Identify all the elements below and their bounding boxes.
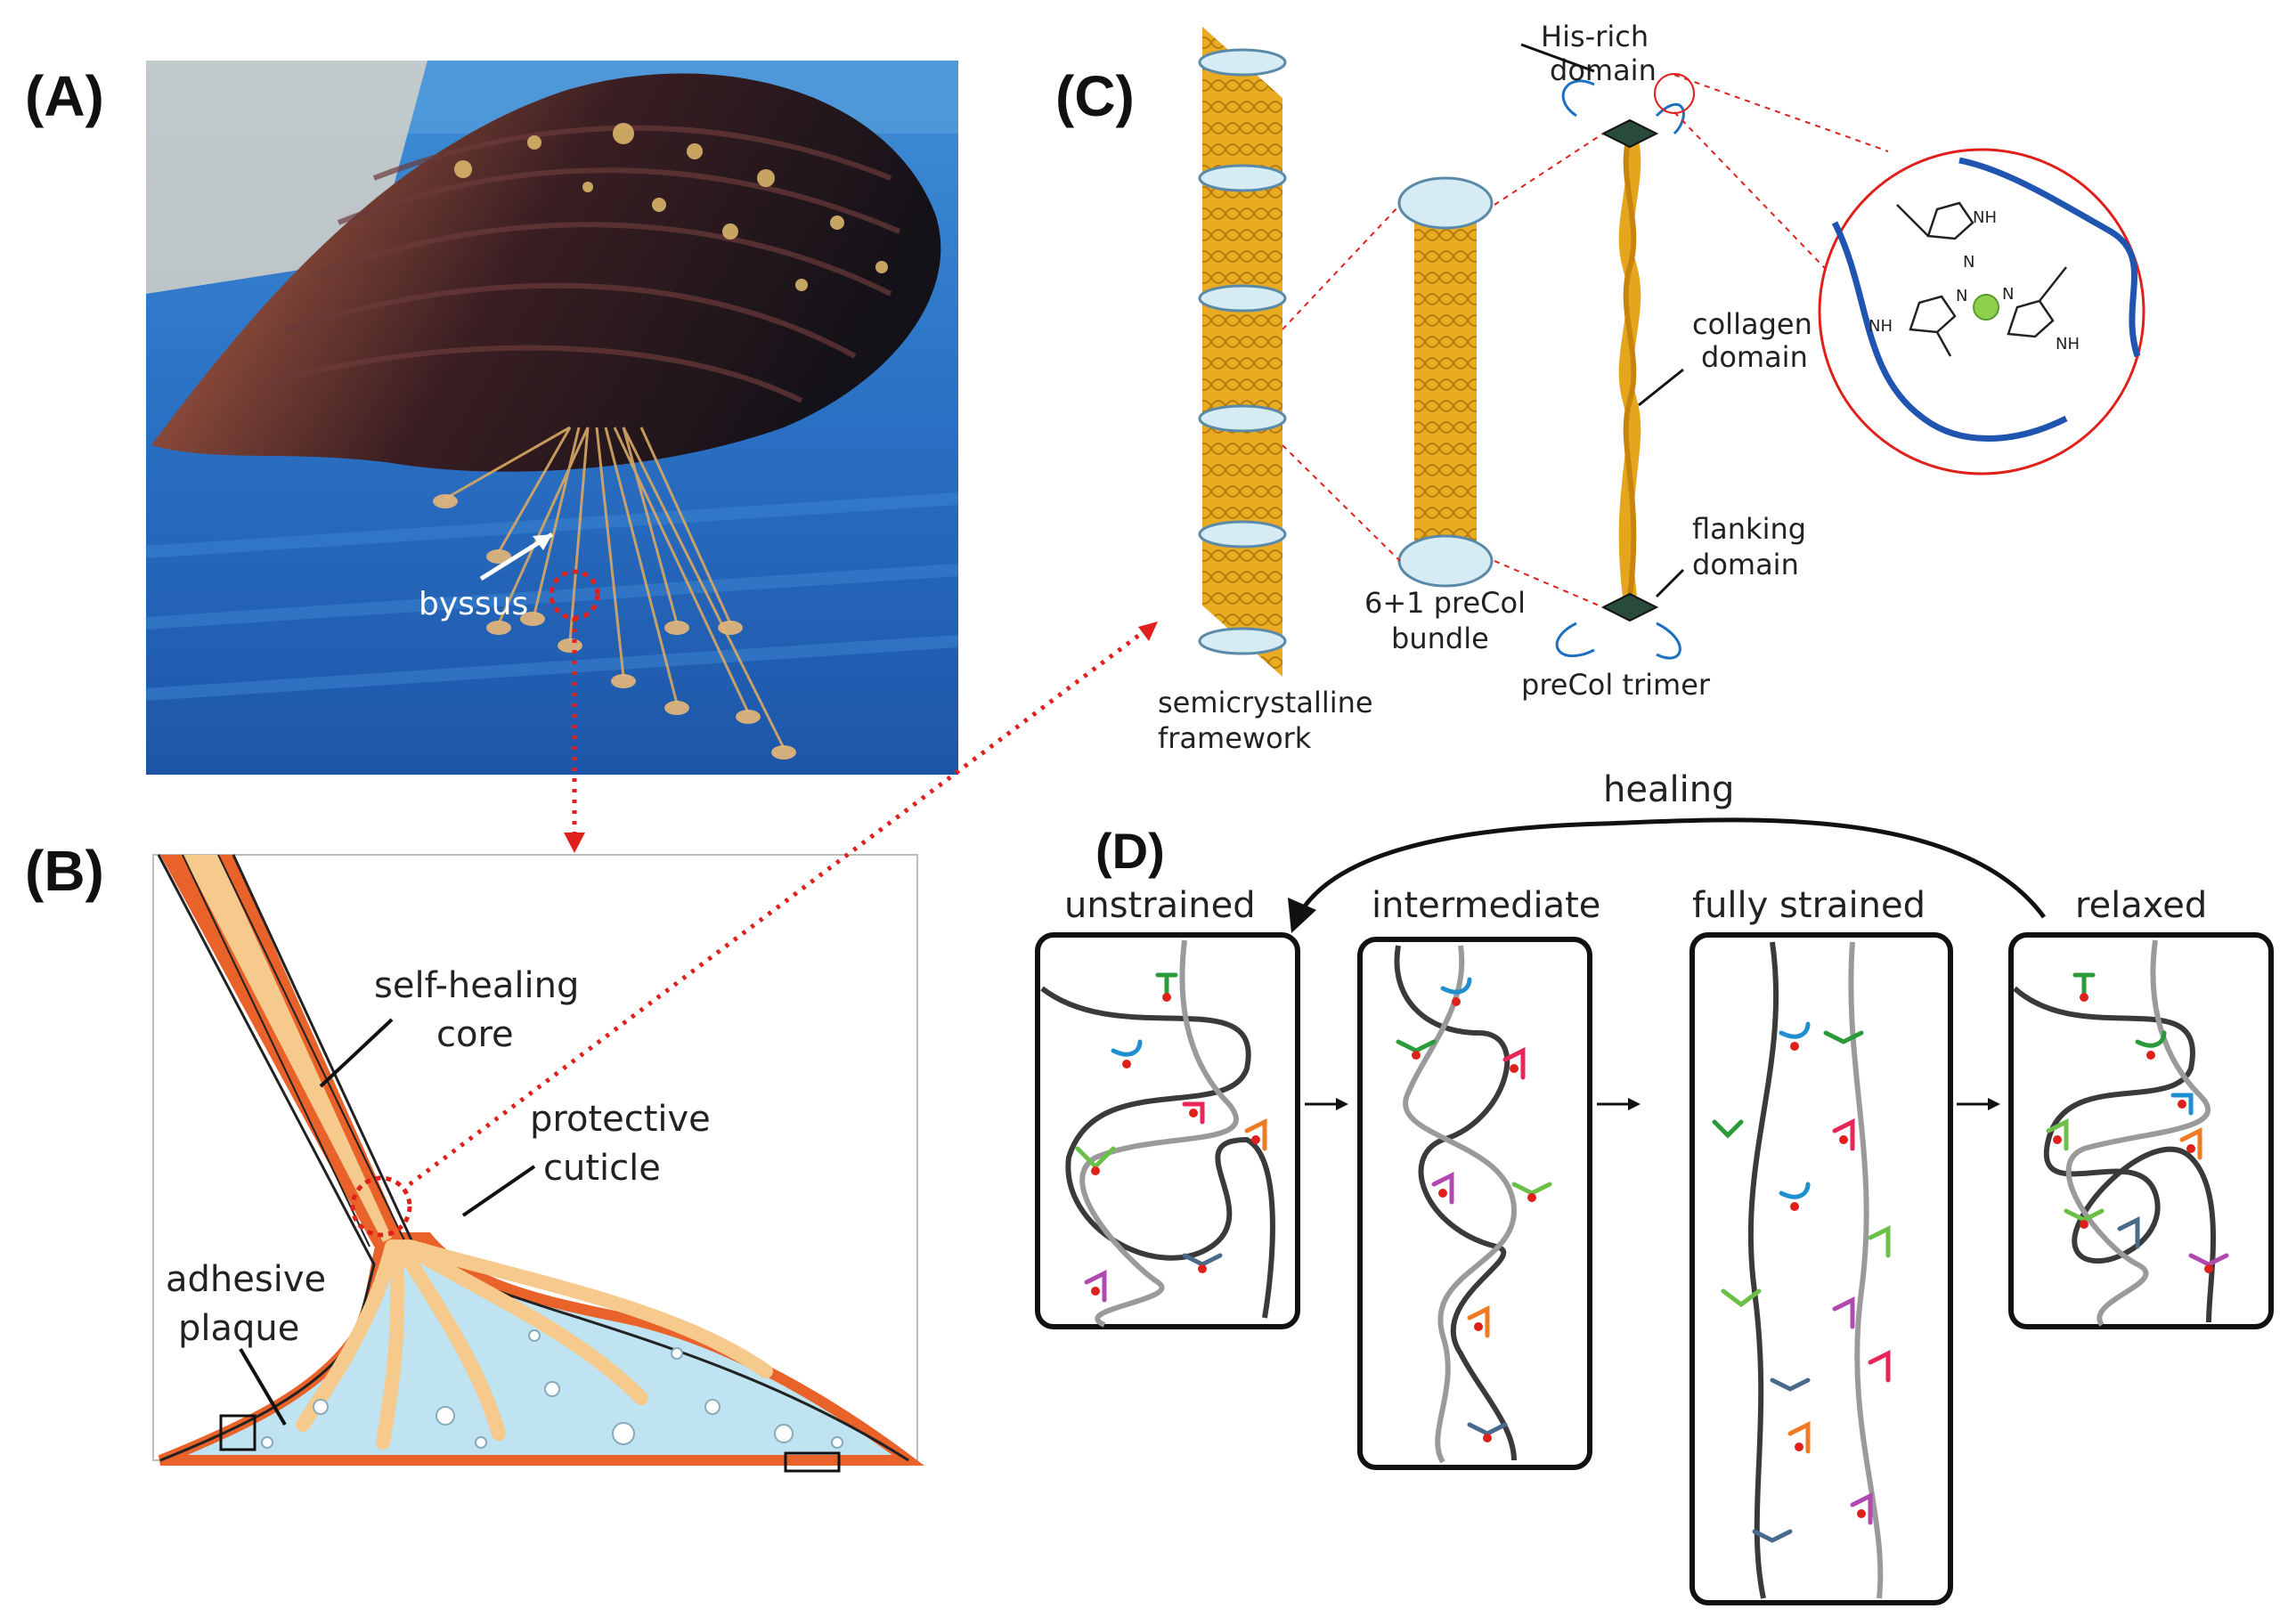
relaxed-box bbox=[2008, 932, 2274, 1329]
nh-label-3: NH bbox=[2056, 335, 2080, 353]
plaque-arrow bbox=[239, 1347, 287, 1426]
state-label-intermediate: intermediate bbox=[1372, 885, 1600, 926]
panel-b-label: (B) bbox=[25, 839, 104, 903]
bundle-label-2: bundle bbox=[1391, 622, 1489, 655]
state-label-relaxed: relaxed bbox=[2075, 885, 2207, 926]
his-rich-label-2: domain bbox=[1550, 53, 1657, 87]
collagen-label-1: collagen bbox=[1692, 307, 1812, 341]
panel-c-label: (C) bbox=[1055, 64, 1135, 128]
n-label-3: N bbox=[1963, 253, 1974, 272]
semicrystalline-framework bbox=[1198, 27, 1287, 677]
byssus-label: byssus bbox=[419, 586, 528, 622]
cuticle-label-2: cuticle bbox=[543, 1148, 661, 1189]
panel-c: (C) semicrystalline framework 6+1 preCol… bbox=[1055, 20, 2145, 755]
precol-bundle bbox=[1397, 176, 1494, 588]
zoom-line-5 bbox=[1673, 74, 1889, 152]
his-rich-label-1: His-rich bbox=[1541, 20, 1649, 53]
state-label-fully-strained: fully strained bbox=[1692, 885, 1926, 926]
mussel-shell bbox=[151, 73, 941, 472]
panel-d-label: (D) bbox=[1095, 823, 1165, 879]
plaque-inset-box-1 bbox=[219, 1414, 256, 1451]
core-label-2: core bbox=[436, 1014, 514, 1055]
zoom-line-3 bbox=[1494, 133, 1604, 206]
plaque-label-1: adhesive bbox=[166, 1259, 326, 1300]
zoom-line-4 bbox=[1494, 560, 1604, 608]
collagen-label-2: domain bbox=[1701, 340, 1808, 374]
healing-arrow bbox=[1298, 817, 2047, 919]
n-label-1: N bbox=[1956, 287, 1967, 305]
unstrained-box bbox=[1035, 932, 1300, 1329]
mussel-photo bbox=[145, 61, 959, 775]
collagen-arrow bbox=[1638, 368, 1684, 407]
panel-a: (A) bbox=[25, 61, 959, 775]
thread-core bbox=[183, 855, 392, 1242]
framework-label-2: framework bbox=[1158, 721, 1312, 755]
nh-label-2: NH bbox=[1869, 317, 1893, 336]
panel-b: (B) self-healing core pro bbox=[25, 839, 925, 1473]
healing-label: healing bbox=[1603, 769, 1734, 810]
trimer-label: preCol trimer bbox=[1521, 668, 1711, 702]
core-label-1: self-healing bbox=[374, 965, 579, 1006]
cuticle-label-1: protective bbox=[530, 1099, 711, 1140]
framework-label-1: semicrystalline bbox=[1158, 686, 1373, 719]
cuticle-arrow bbox=[461, 1165, 536, 1217]
zoom-line-2 bbox=[1282, 444, 1401, 562]
panel-d: (D) healing unstrained intermediate full… bbox=[1035, 769, 2274, 1605]
plaque-label-2: plaque bbox=[178, 1308, 299, 1349]
n-label-2: N bbox=[2002, 285, 2014, 304]
plaque-inset-box-2 bbox=[784, 1451, 841, 1473]
panel-a-label: (A) bbox=[25, 64, 104, 128]
zoom-line-1 bbox=[1282, 204, 1401, 330]
fully-strained-box bbox=[1689, 932, 1953, 1605]
core-arrow bbox=[319, 1018, 394, 1088]
intermediate-box bbox=[1357, 937, 1592, 1470]
bundle-label-1: 6+1 preCol bbox=[1364, 586, 1526, 620]
state-label-unstrained: unstrained bbox=[1064, 885, 1256, 926]
precol-trimer bbox=[1555, 79, 1685, 660]
histidine-metal-inset: NH NH NH N N N bbox=[1818, 148, 2145, 475]
his-rich-arrow bbox=[1520, 43, 1595, 73]
flanking-arrow bbox=[1655, 568, 1685, 598]
connector-b-c bbox=[408, 626, 1151, 1186]
nh-label-1: NH bbox=[1973, 208, 1997, 227]
flanking-label-2: domain bbox=[1692, 548, 1799, 581]
flanking-label-1: flanking bbox=[1692, 512, 1806, 546]
core-highlight-circle bbox=[350, 1175, 412, 1238]
